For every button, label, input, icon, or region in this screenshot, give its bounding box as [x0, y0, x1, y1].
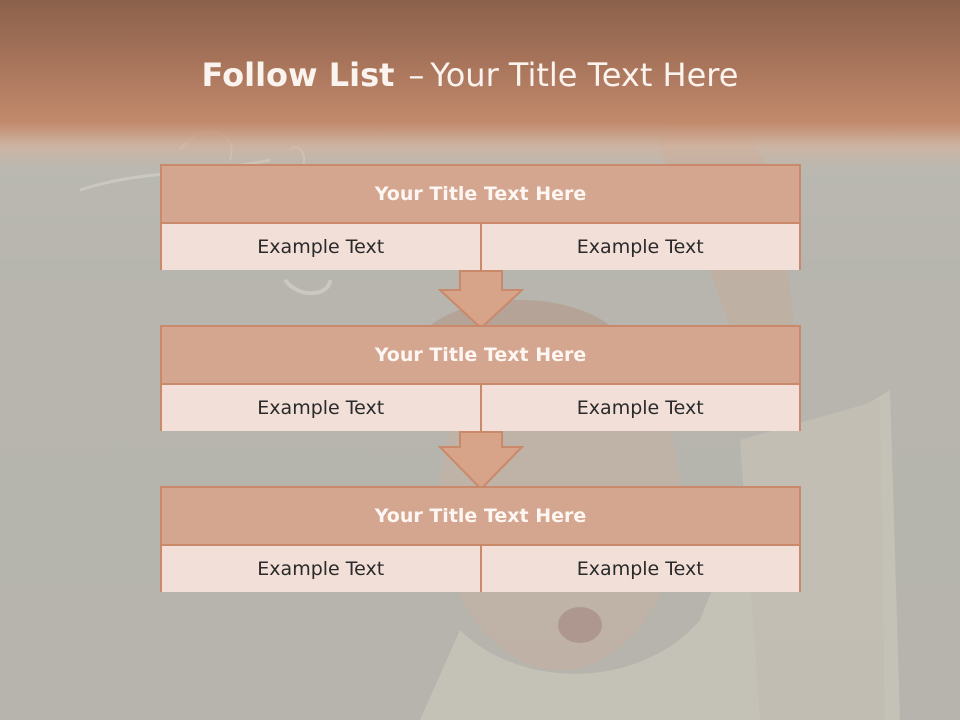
step-left-text: Example Text	[162, 224, 482, 270]
title-separator: –	[408, 56, 425, 94]
step-right-text: Example Text	[481, 224, 799, 270]
title-bold-part: Follow List	[201, 56, 395, 94]
step-box-2: Your Title Text Here Example Text Exampl…	[160, 325, 801, 431]
slide-title: Follow List–Your Title Text Here	[0, 52, 940, 98]
step-left-text: Example Text	[162, 546, 482, 592]
step-title: Your Title Text Here	[162, 488, 799, 546]
step-left-text: Example Text	[162, 385, 482, 431]
step-box-1: Your Title Text Here Example Text Exampl…	[160, 164, 801, 270]
step-right-text: Example Text	[481, 385, 799, 431]
title-rest-part: Your Title Text Here	[430, 56, 739, 94]
step-right-text: Example Text	[481, 546, 799, 592]
down-arrow-icon	[438, 270, 524, 330]
step-title: Your Title Text Here	[162, 166, 799, 224]
down-arrow-icon	[438, 431, 524, 491]
step-box-3: Your Title Text Here Example Text Exampl…	[160, 486, 801, 592]
header-band	[0, 0, 960, 170]
step-title: Your Title Text Here	[162, 327, 799, 385]
